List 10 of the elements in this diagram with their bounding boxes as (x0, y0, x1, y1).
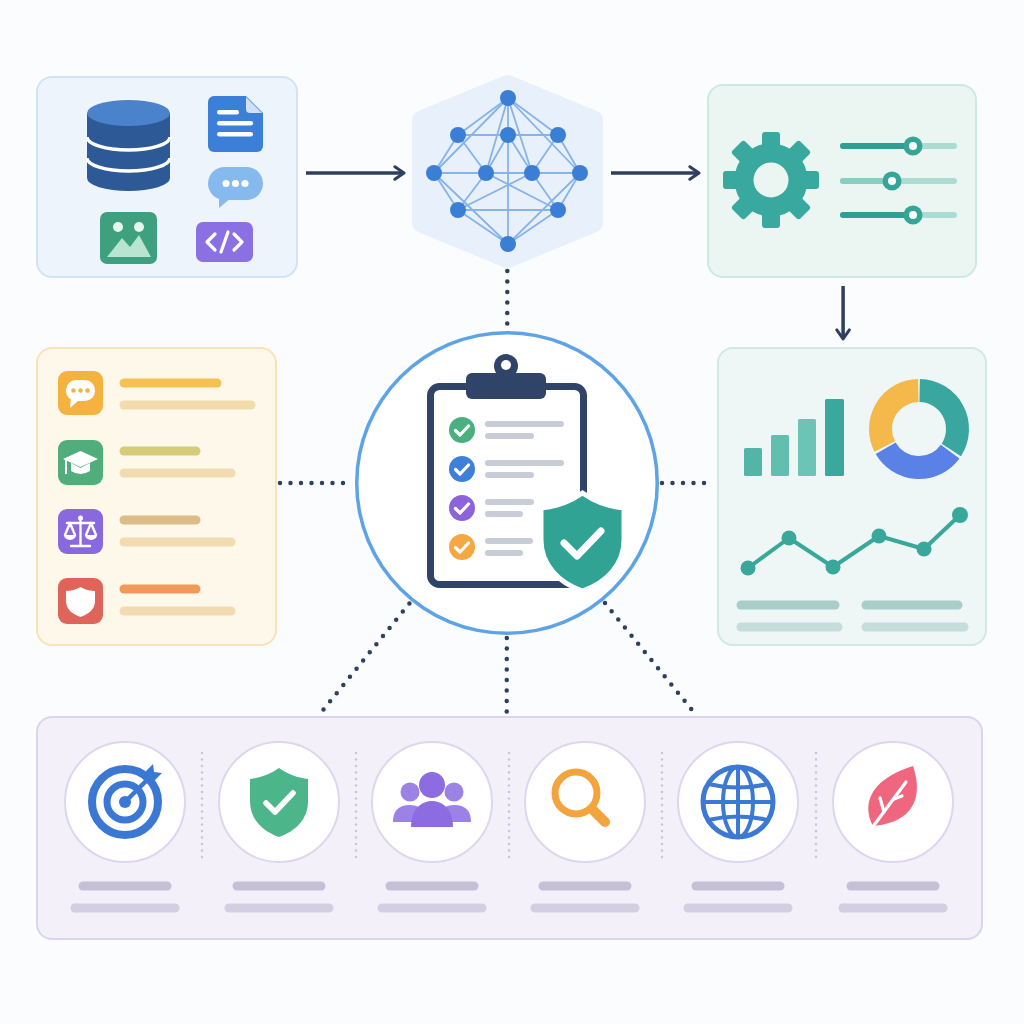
arrow (835, 286, 851, 341)
dotted-line (504, 635, 510, 716)
data-sources-card (36, 76, 298, 278)
arrow (306, 165, 406, 181)
icon-row-card (36, 716, 983, 940)
network-hexagon (412, 75, 603, 268)
arrow (611, 165, 701, 181)
settings-card (707, 84, 977, 278)
list-card (36, 347, 277, 646)
charts-card (717, 347, 987, 646)
